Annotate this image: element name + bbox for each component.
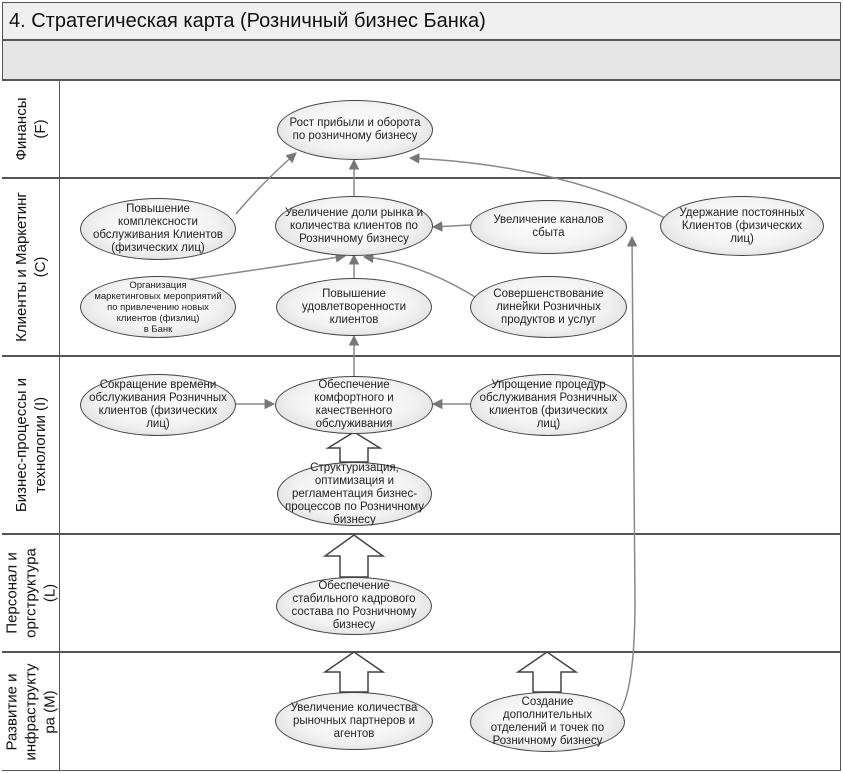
node-text: Упрощение процедур обслуживания Розничны… — [479, 379, 618, 430]
link-sales-channels-to-market-share — [431, 221, 471, 232]
block-arrow-partners-to-staff — [322, 651, 386, 693]
node-service-complexity: Повышение комплексности обслуживания Кли… — [80, 198, 236, 260]
node-partners: Увеличение количества рыночных партнеров… — [275, 692, 433, 750]
node-profit-growth: Рост прибыли и оборота по розничному биз… — [277, 100, 433, 160]
node-stable-staff: Обеспечение стабильного кадрового состав… — [276, 577, 432, 635]
node-product-line: Совершенствование линейки Розничных прод… — [470, 276, 627, 338]
node-text: Обеспечение стабильного кадрового состав… — [291, 580, 417, 631]
lane-label-clients: Клиенты и Маркетинг (C) — [2, 179, 60, 355]
node-text: Организация маркетинговых мероприятий по… — [94, 279, 222, 335]
lane-label-processes: Бизнес-процессы и технологии (I) — [2, 357, 60, 533]
subheader-bar — [2, 40, 841, 80]
link-retention-to-profit — [408, 153, 666, 219]
node-text: Увеличение каналов сбыта — [493, 214, 604, 239]
node-branches: Создание дополнительных отделений и точе… — [470, 692, 625, 752]
page-title: 4. Стратегическая карта (Розничный бизне… — [9, 10, 486, 32]
block-arrow-structuring-to-comfort — [325, 431, 383, 463]
link-marketing-to-market-share — [184, 252, 347, 281]
node-text: Обеспечение комфортного и качественного … — [314, 379, 394, 430]
link-service-complexity-to-profit — [235, 152, 297, 215]
node-text: Сокращение времени обслуживания Розничны… — [89, 379, 227, 430]
node-text: Повышение комплексности обслуживания Кли… — [92, 203, 224, 254]
node-process-structuring: Структуризация, оптимизация и регламента… — [277, 462, 432, 526]
node-text: Структуризация, оптимизация и регламента… — [284, 461, 425, 526]
lane-label-personnel: Персонал и оргструктура (L) — [2, 535, 60, 651]
node-text: Совершенствование линейки Розничных прод… — [493, 287, 604, 326]
node-text: Удержание постоянных Клиентов (физически… — [679, 206, 805, 245]
node-simplify-procedures: Упрощение процедур обслуживания Розничны… — [470, 374, 627, 436]
node-marketing-events: Организация маркетинговых мероприятий по… — [80, 276, 236, 338]
lane-label-finance: Финансы (F) — [2, 81, 60, 177]
node-text: Рост прибыли и оборота по розничному биз… — [289, 117, 421, 142]
node-text: Повышение удовлетворенности клиентов — [301, 287, 407, 326]
node-satisfaction: Повышение удовлетворенности клиентов — [276, 278, 432, 336]
node-service-time: Сокращение времени обслуживания Розничны… — [80, 374, 236, 436]
title-bar: 4. Стратегическая карта (Розничный бизне… — [2, 2, 841, 40]
node-market-share: Увеличение доли рынка и количества клиен… — [275, 196, 433, 256]
block-arrow-staff-to-structuring — [322, 534, 386, 578]
node-text: Создание дополнительных отделений и точе… — [490, 696, 605, 747]
node-text: Увеличение количества рыночных партнеров… — [290, 701, 418, 740]
lane-label-infrastructure: Развитие и инфраструкту ра (M) — [2, 653, 60, 770]
link-product-line-to-market-share — [362, 252, 481, 301]
block-arrow-branches-to-staff — [515, 651, 579, 693]
node-comfort-service: Обеспечение комфортного и качественного … — [275, 376, 433, 434]
node-retention: Удержание постоянных Клиентов (физически… — [660, 196, 824, 256]
node-sales-channels: Увеличение каналов сбыта — [470, 200, 627, 254]
node-text: Увеличение доли рынка и количества клиен… — [284, 206, 424, 245]
